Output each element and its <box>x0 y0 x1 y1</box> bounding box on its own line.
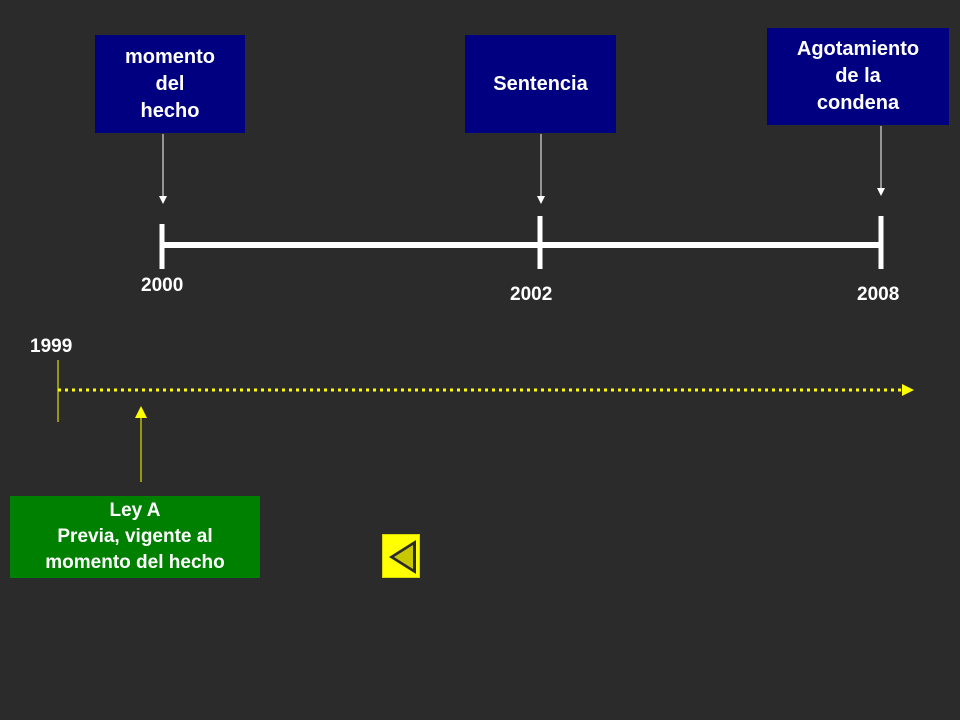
event-hecho-line-1: momento <box>125 45 215 68</box>
event-sentencia-box: Sentencia <box>465 35 616 133</box>
event-agotamiento-box: Agotamiento de la condena <box>767 28 949 125</box>
back-button[interactable] <box>382 534 420 578</box>
event-hecho-line-2: del <box>155 72 185 95</box>
event-agotamiento-line-1: Agotamiento <box>796 38 920 60</box>
year-1999-label: 1999 <box>30 336 73 357</box>
ley-a-line-3: momento del hecho <box>45 552 225 573</box>
year-2002-label: 2002 <box>510 284 553 305</box>
year-2008-label: 2008 <box>857 284 900 305</box>
event-agotamiento-line-3: condena <box>816 92 900 114</box>
event-sentencia-label: Sentencia <box>493 72 588 95</box>
ley-a-box: Ley A Previa, vigente al momento del hec… <box>10 496 260 578</box>
year-2000-label: 2000 <box>141 275 184 296</box>
triangle-left-icon <box>389 540 416 574</box>
ley-a-line-2: Previa, vigente al <box>57 526 213 547</box>
ley-a-line-1: Ley A <box>109 500 161 521</box>
event-hecho-box: momento del hecho <box>95 35 245 133</box>
event-agotamiento-line-2: de la <box>835 65 881 87</box>
event-hecho-line-3: hecho <box>140 99 200 122</box>
